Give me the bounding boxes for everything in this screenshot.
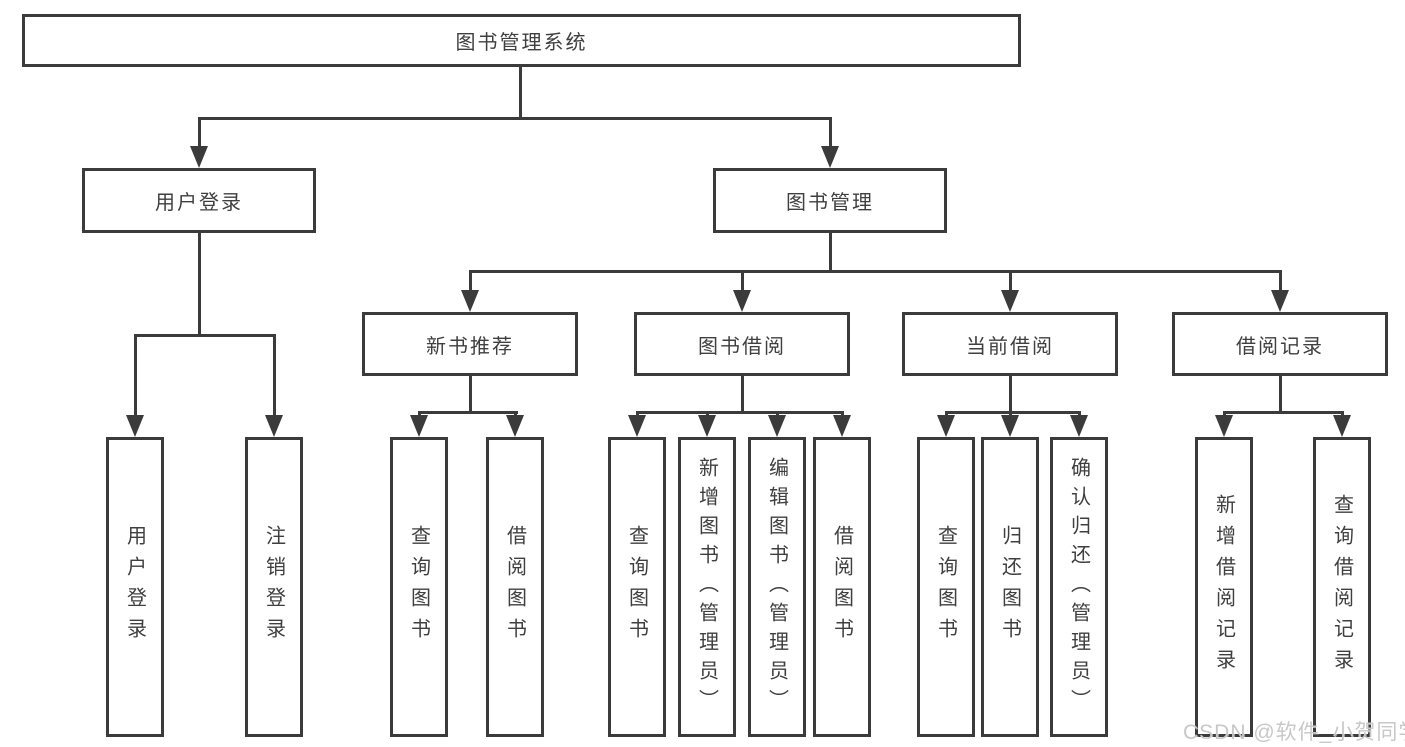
connector-bus-level3 (469, 270, 1281, 273)
leaf-logout: 注销登录 (245, 437, 303, 737)
connector-drop (1279, 375, 1282, 413)
node-book-management-label: 图书管理 (786, 192, 874, 214)
connector-bus (636, 411, 844, 414)
leaf-logout-label: 注销登录 (262, 525, 285, 649)
node-borrow-records-label: 借阅记录 (1236, 335, 1324, 358)
connector-stub (469, 270, 472, 293)
connector-bus (1223, 411, 1344, 414)
arrow-down (126, 415, 144, 437)
arrow-down (698, 415, 716, 437)
connector-bus-user-login (134, 334, 275, 337)
leaf-user-login: 用户登录 (106, 437, 164, 737)
arrow-down (1001, 290, 1019, 312)
arrow-down (821, 146, 839, 168)
arrow-down (1215, 415, 1233, 437)
connector-book-mgmt-drop (829, 231, 832, 272)
arrow-down (506, 415, 524, 437)
node-current-borrow-label: 当前借阅 (966, 335, 1054, 358)
node-root: 图书管理系统 (22, 14, 1021, 67)
leaf-edit-book-admin-label: 编辑图书（管理员） (765, 456, 788, 718)
leaf-borrow-book-label: 借阅图书 (830, 525, 853, 649)
arrow-down (461, 290, 479, 312)
node-new-book-recommend: 新书推荐 (362, 312, 578, 376)
node-new-book-recommend-label: 新书推荐 (426, 335, 514, 358)
node-borrow-records: 借阅记录 (1172, 312, 1388, 376)
arrow-down (628, 415, 646, 437)
connector-stub (1009, 270, 1012, 293)
leaf-recommend-query-book: 查询图书 (390, 437, 448, 737)
leaf-recommend-borrow-book: 借阅图书 (486, 437, 544, 737)
node-book-borrow-label: 图书借阅 (698, 335, 786, 358)
node-user-login-label: 用户登录 (155, 192, 243, 214)
connector-stub (1279, 270, 1282, 293)
node-root-label: 图书管理系统 (455, 32, 588, 54)
connector-drop (469, 375, 472, 413)
connector-bus (418, 411, 518, 414)
arrow-down (410, 415, 428, 437)
leaf-add-book-admin: 新增图书（管理员） (678, 437, 736, 737)
leaf-edit-book-admin: 编辑图书（管理员） (748, 437, 806, 737)
leaf-user-login-label: 用户登录 (123, 525, 146, 649)
node-user-login: 用户登录 (82, 168, 316, 233)
leaf-recommend-borrow-book-label: 借阅图书 (503, 525, 526, 649)
node-book-management: 图书管理 (713, 168, 947, 233)
leaf-current-query-book-label: 查询图书 (934, 525, 957, 649)
arrow-down (937, 415, 955, 437)
leaf-return-book-label: 归还图书 (998, 525, 1021, 649)
leaf-return-book: 归还图书 (981, 437, 1039, 737)
leaf-add-borrow-record: 新增借阅记录 (1195, 437, 1253, 737)
connector-drop (1009, 375, 1012, 413)
leaf-query-borrow-record: 查询借阅记录 (1313, 437, 1371, 737)
arrow-down (265, 415, 283, 437)
arrow-down (733, 290, 751, 312)
connector-drop (741, 375, 744, 413)
watermark-text: CSDN @软件_小贺同学 (1183, 721, 1405, 744)
leaf-recommend-query-book-label: 查询图书 (407, 525, 430, 649)
leaf-add-borrow-record-label: 新增借阅记录 (1212, 494, 1235, 680)
connector-user-login-drop (198, 231, 201, 336)
leaf-query-borrow-record-label: 查询借阅记录 (1330, 494, 1353, 680)
connector-bus-level2 (198, 117, 832, 120)
arrow-down (833, 415, 851, 437)
arrow-down (1001, 415, 1019, 437)
arrow-down (1070, 415, 1088, 437)
connector-stub (198, 117, 201, 149)
arrow-down (1333, 415, 1351, 437)
leaf-confirm-return-admin-label: 确认归还（管理员） (1067, 456, 1090, 718)
leaf-borrow-book: 借阅图书 (813, 437, 871, 737)
node-book-borrow: 图书借阅 (634, 312, 850, 376)
leaf-current-query-book: 查询图书 (917, 437, 975, 737)
node-current-borrow: 当前借阅 (902, 312, 1118, 376)
connector-stub (741, 270, 744, 293)
connector-stub (273, 334, 276, 418)
connector-stub (829, 117, 832, 149)
connector-root-drop (519, 65, 522, 119)
leaf-borrow-query-book-label: 查询图书 (625, 525, 648, 649)
connector-stub (134, 334, 137, 418)
arrow-down (1271, 290, 1289, 312)
arrow-down (190, 146, 208, 168)
arrow-down (768, 415, 786, 437)
leaf-confirm-return-admin: 确认归还（管理员） (1050, 437, 1108, 737)
leaf-add-book-admin-label: 新增图书（管理员） (695, 456, 718, 718)
leaf-borrow-query-book: 查询图书 (608, 437, 666, 737)
connector-bus (945, 411, 1081, 414)
